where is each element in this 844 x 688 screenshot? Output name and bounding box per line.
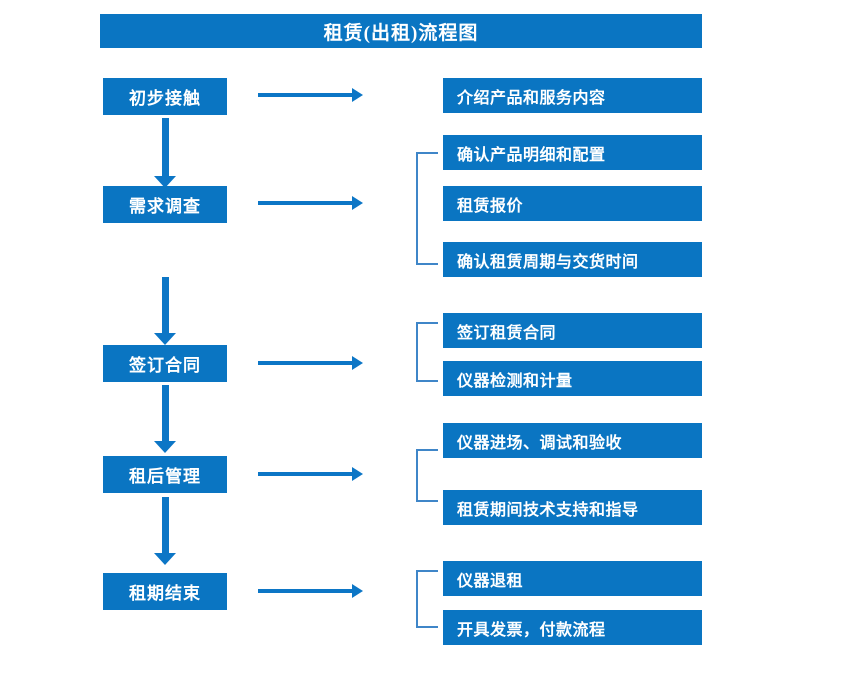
group-bracket-stage-2 [416, 152, 438, 265]
stage-box-post-rental-management[interactable]: 租后管理 [103, 456, 227, 493]
detail-box-confirm-rental-period[interactable]: 确认租赁周期与交货时间 [443, 242, 702, 277]
detail-box-technical-support[interactable]: 租赁期间技术支持和指导 [443, 490, 702, 525]
arrow-shaft [161, 385, 169, 441]
arrow-right-stage-5 [258, 584, 363, 598]
arrow-down-stage-1-to-2 [154, 118, 176, 188]
arrow-shaft [258, 361, 352, 365]
arrow-shaft [161, 118, 169, 176]
arrow-down-stage-3-to-4 [154, 385, 176, 453]
group-bracket-stage-3 [416, 322, 438, 382]
arrow-head [352, 356, 363, 370]
detail-box-confirm-product-details[interactable]: 确认产品明细和配置 [443, 135, 702, 170]
arrow-head [352, 88, 363, 102]
arrow-shaft [258, 93, 352, 97]
arrow-right-stage-3 [258, 356, 363, 370]
arrow-shaft [161, 277, 169, 333]
arrow-head [154, 176, 176, 188]
page-title: 租赁(出租)流程图 [100, 14, 702, 48]
arrow-shaft [258, 472, 352, 476]
arrow-head [352, 467, 363, 481]
arrow-down-stage-4-to-5 [154, 497, 176, 565]
stage-box-demand-survey[interactable]: 需求调查 [103, 186, 227, 223]
arrow-head [154, 553, 176, 565]
arrow-right-stage-4 [258, 467, 363, 481]
arrow-head [154, 333, 176, 345]
stage-box-rental-end[interactable]: 租期结束 [103, 573, 227, 610]
detail-box-rental-quotation[interactable]: 租赁报价 [443, 186, 702, 221]
arrow-right-stage-1 [258, 88, 363, 102]
arrow-shaft [258, 201, 352, 205]
detail-box-instrument-return[interactable]: 仪器退租 [443, 561, 702, 596]
detail-box-introduce-products[interactable]: 介绍产品和服务内容 [443, 78, 702, 113]
arrow-head [352, 196, 363, 210]
stage-box-sign-contract[interactable]: 签订合同 [103, 345, 227, 382]
stage-box-initial-contact[interactable]: 初步接触 [103, 78, 227, 115]
arrow-head [154, 441, 176, 453]
arrow-down-stage-2-to-3 [154, 277, 176, 345]
group-bracket-stage-4 [416, 449, 438, 502]
arrow-right-stage-2 [258, 196, 363, 210]
arrow-shaft [161, 497, 169, 553]
detail-box-instrument-inspection[interactable]: 仪器检测和计量 [443, 361, 702, 396]
detail-box-invoice-payment[interactable]: 开具发票，付款流程 [443, 610, 702, 645]
detail-box-instrument-entry-commissioning[interactable]: 仪器进场、调试和验收 [443, 423, 702, 458]
arrow-head [352, 584, 363, 598]
detail-box-sign-rental-contract[interactable]: 签订租赁合同 [443, 313, 702, 348]
arrow-shaft [258, 589, 352, 593]
group-bracket-stage-5 [416, 570, 438, 628]
